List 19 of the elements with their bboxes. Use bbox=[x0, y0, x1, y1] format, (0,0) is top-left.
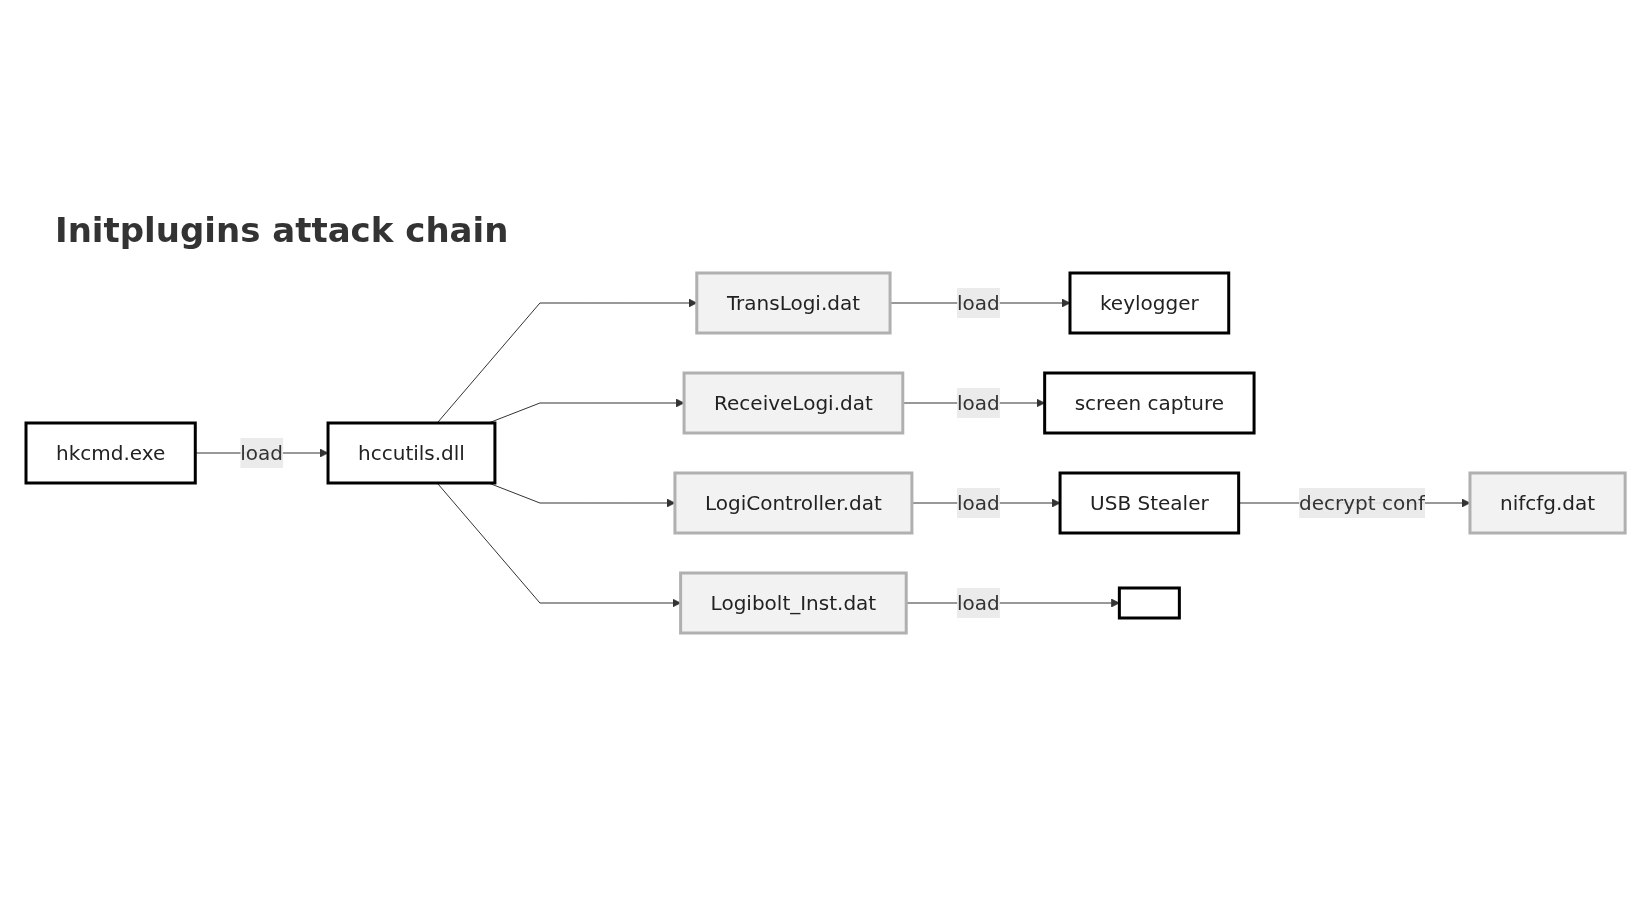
node-box: screen capture bbox=[1043, 371, 1256, 435]
node-box: USB Stealer bbox=[1058, 471, 1241, 535]
diagram-title: Initplugins attack chain bbox=[55, 210, 509, 250]
node-box: keylogger bbox=[1068, 271, 1231, 335]
node-box: Logibolt_Inst.dat bbox=[679, 571, 908, 635]
edge-label: decrypt conf bbox=[1299, 491, 1425, 515]
node-box: ReceiveLogi.dat bbox=[682, 371, 905, 435]
arrow bbox=[436, 482, 681, 608]
node-box: hkcmd.exe bbox=[24, 421, 197, 485]
node-box: hccutils.dll bbox=[326, 421, 497, 485]
edge-label: load bbox=[956, 591, 1000, 615]
edge-label: load bbox=[956, 491, 1000, 515]
edge-label: load bbox=[956, 291, 1000, 315]
node-box bbox=[1117, 586, 1181, 620]
node-box: LogiController.dat bbox=[673, 471, 914, 535]
node-box: TransLogi.dat bbox=[695, 271, 892, 335]
edge-label: load bbox=[956, 391, 1000, 415]
edge-label: load bbox=[240, 441, 283, 465]
node-box: nifcfg.dat bbox=[1468, 471, 1627, 535]
